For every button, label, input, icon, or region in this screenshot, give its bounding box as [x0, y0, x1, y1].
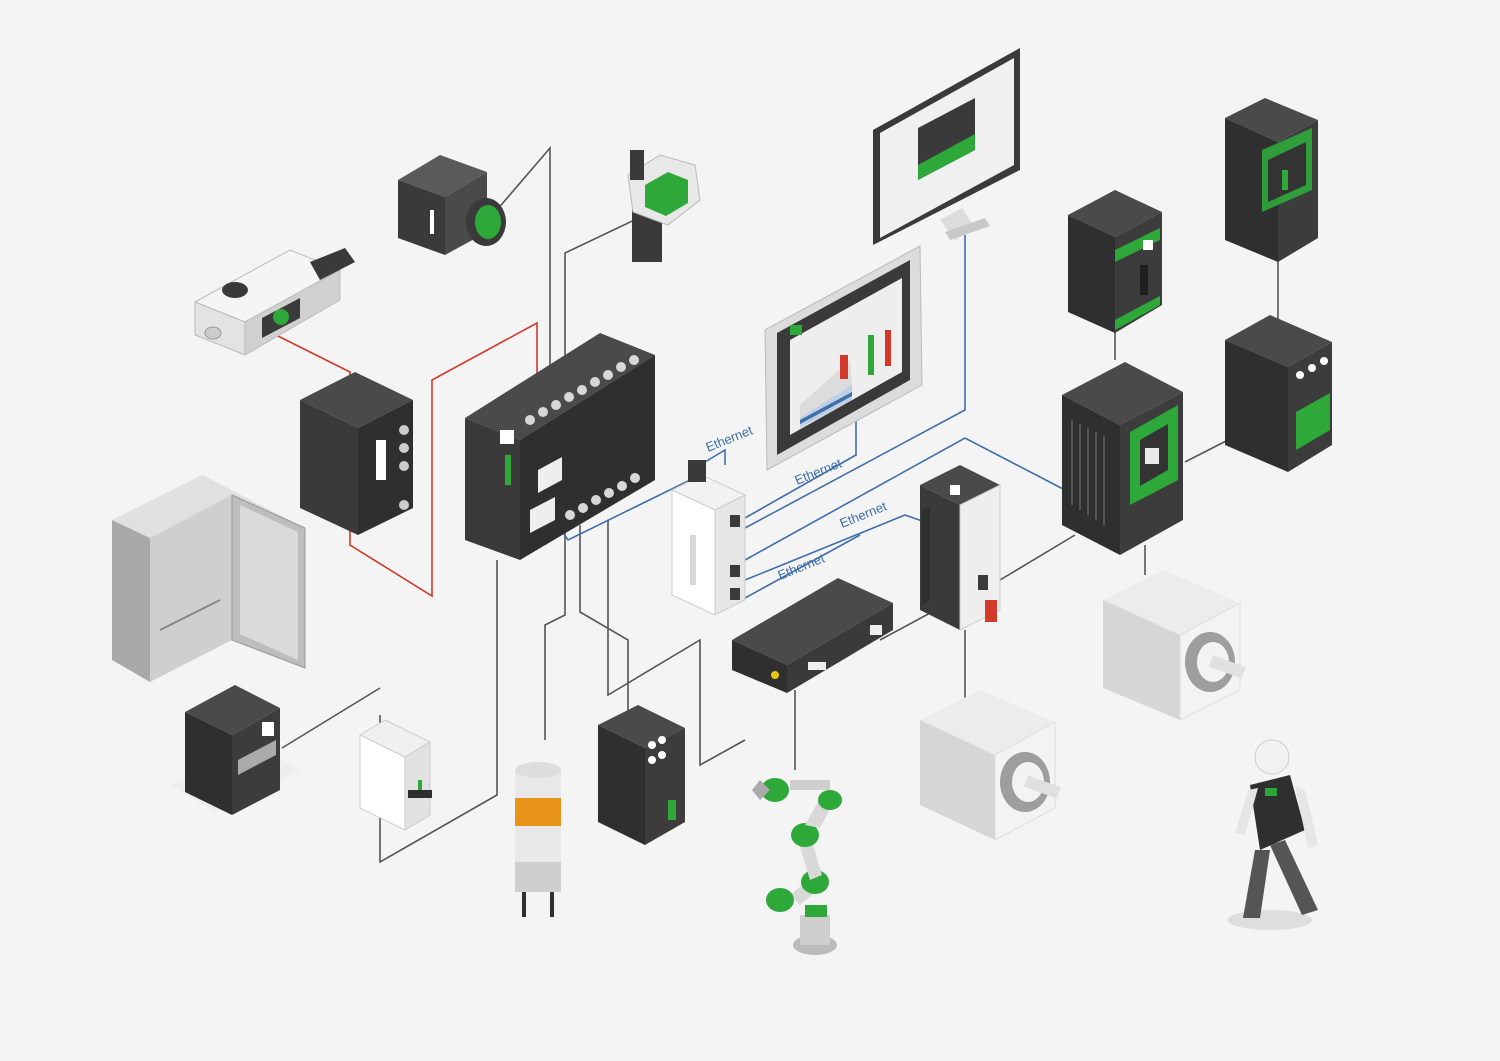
eth-wire-hmi	[744, 420, 857, 519]
push-button-icon	[398, 155, 506, 255]
plc-icon	[465, 333, 655, 560]
gray-wire-contactor-drive	[1184, 439, 1229, 463]
person-icon	[1228, 739, 1318, 930]
motor-icon	[1103, 570, 1246, 721]
ethernet-label: Ethernet	[793, 455, 845, 487]
gray-wire-gateway-a	[607, 520, 746, 767]
mcb-icon	[358, 719, 432, 831]
gray-wire-mcb	[281, 687, 381, 749]
signal-tower-icon	[515, 762, 561, 917]
ethernet-label: Ethernet	[704, 422, 756, 454]
eth-wire-gateway	[744, 534, 861, 599]
contactor-icon	[1225, 315, 1332, 472]
io-module-icon	[300, 372, 413, 535]
monitor-icon	[873, 48, 1020, 245]
gray-wire-servo-drive	[999, 534, 1076, 581]
pressure-sensor-icon	[627, 150, 701, 262]
eth-wire-switch-top	[704, 448, 726, 465]
servo-drive-icon	[920, 465, 1001, 631]
gray-wire-signal-tower	[544, 510, 566, 740]
red-wire-io-module	[349, 321, 538, 598]
power-supply-icon	[170, 685, 300, 815]
breaker-icon	[1225, 98, 1318, 262]
breaker-icon	[1068, 190, 1162, 333]
ethernet-label: Ethernet	[838, 498, 890, 530]
red-wire-limit-switch	[269, 331, 351, 382]
gray-wire-sensor	[564, 214, 646, 395]
plc-terminals	[525, 355, 640, 520]
robot-arm-icon	[752, 778, 842, 955]
limit-switch-icon	[193, 248, 355, 356]
wires	[269, 145, 1279, 864]
enclosure-icon	[112, 475, 306, 682]
network-switch-icon	[670, 460, 747, 616]
relay-icon	[598, 705, 685, 845]
ethernet-label: Ethernet	[776, 550, 828, 582]
eth-wire-servo-drive	[744, 514, 926, 581]
eth-wire-monitor	[744, 235, 966, 529]
gray-wire-relay	[579, 525, 629, 718]
gateway-icon	[732, 578, 893, 693]
drive-icon	[1062, 362, 1183, 555]
eth-wire-drive	[744, 437, 1066, 561]
motor-icon	[920, 690, 1061, 841]
hmi-panel-icon	[764, 245, 923, 471]
gray-wire-push-button	[489, 145, 551, 398]
